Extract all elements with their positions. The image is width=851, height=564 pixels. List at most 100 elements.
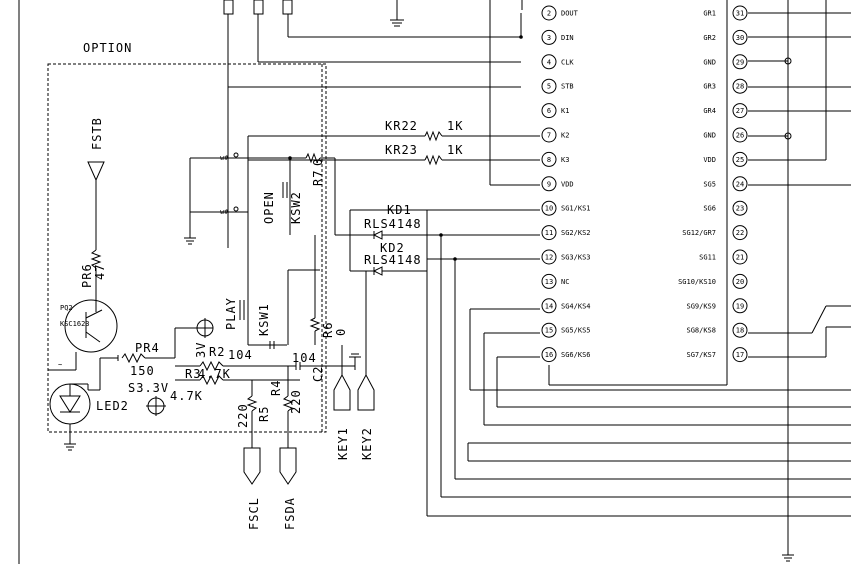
- pin-name: GR1: [703, 10, 716, 18]
- option-box: [47, 63, 327, 433]
- svg-text:KSW1: KSW1: [257, 303, 271, 336]
- svg-text:0: 0: [334, 328, 348, 336]
- pin-name: SG12/GR7: [682, 229, 716, 237]
- kd2-diode: KD2 RLS4148: [334, 158, 540, 276]
- r2-resistor: 3V R2 4.7K: [175, 342, 270, 381]
- svg-text:w#: w#: [220, 208, 229, 216]
- svg-text:R6: R6: [321, 322, 335, 338]
- pin-number: 22: [736, 229, 744, 237]
- ksw1-switch: PLAY KSW1: [224, 136, 320, 346]
- svg-text:PQ2: PQ2: [60, 304, 73, 312]
- pin-name: VDD: [561, 180, 574, 188]
- pin-name: SG10/KS10: [678, 278, 716, 286]
- svg-text:RLS4148: RLS4148: [364, 217, 422, 231]
- chip-left-pin: 15 SG5/KS5: [541, 322, 591, 338]
- pin-number: 10: [545, 205, 553, 213]
- svg-text:FSCL: FSCL: [247, 497, 261, 530]
- pin-name: DOUT: [561, 10, 579, 18]
- pin-number: 27: [736, 107, 744, 115]
- pr6-resistor: PR6 47: [80, 249, 107, 300]
- svg-text:KSC1623: KSC1623: [60, 320, 90, 328]
- svg-text:C2: C2: [311, 366, 325, 382]
- right-side-wires: [748, 0, 851, 562]
- svg-text:KEY2: KEY2: [360, 427, 374, 460]
- svg-text:RLS4148: RLS4148: [364, 253, 422, 267]
- chip-right-pin: 27 GR4: [703, 103, 748, 119]
- svg-text:R2: R2: [209, 345, 225, 359]
- chip-left-pin: 13 NC: [541, 273, 569, 289]
- svg-text:KR22: KR22: [385, 119, 418, 133]
- svg-text:KSW2: KSW2: [289, 191, 303, 224]
- svg-text:R7: R7: [311, 170, 325, 186]
- pin-name: SG6: [703, 205, 716, 213]
- fscl-connector: FSCL: [243, 447, 261, 530]
- pin-number: 17: [736, 351, 744, 359]
- svg-text:R3: R3: [185, 367, 201, 381]
- svg-text:R5: R5: [257, 406, 271, 422]
- pin-name: SG4/KS4: [561, 302, 591, 310]
- pin-name: STB: [561, 83, 574, 91]
- option-label: OPTION: [83, 41, 132, 55]
- pin-name: SG2/KS2: [561, 229, 591, 237]
- svg-text:47: 47: [93, 264, 107, 280]
- r3-resistor: R3 4.7K: [170, 367, 300, 403]
- pin-name: NC: [561, 278, 569, 286]
- pin-number: 29: [736, 58, 744, 66]
- svg-text:LED2: LED2: [96, 399, 129, 413]
- key1-connector: KEY1: [333, 345, 351, 460]
- pin-name: K2: [561, 132, 569, 140]
- key2-connector: KEY2: [357, 271, 375, 460]
- svg-text:1K: 1K: [447, 119, 463, 133]
- pin-number: 6: [547, 107, 551, 115]
- pin-name: SG8/KS8: [686, 327, 716, 335]
- svg-text:PR6: PR6: [80, 263, 94, 288]
- pin-name: VDD: [703, 156, 716, 164]
- pin-name: SG5/KS5: [561, 327, 591, 335]
- chip-right-pin: 17 SG7/KS7: [686, 347, 748, 363]
- kd1-diode: KD1 RLS4148: [335, 203, 540, 240]
- pin-number: 4: [547, 58, 551, 66]
- pin-number: 28: [736, 83, 744, 91]
- pin-number: 2: [547, 10, 551, 18]
- pin-number: 11: [545, 229, 553, 237]
- pin-number: 8: [547, 156, 551, 164]
- pin-number: 15: [545, 327, 553, 335]
- chip-right-pins: 31GR130GR229GND28GR327GR426GND25VDD24SG5…: [678, 5, 748, 363]
- led2: LED2: [49, 383, 166, 451]
- svg-text:w#: w#: [220, 154, 229, 162]
- ksw2-switch: w# w# OPEN KSW2: [184, 152, 303, 245]
- pin-number: 25: [736, 156, 744, 164]
- chip-left-pin: 11 SG2/KS2: [541, 225, 591, 241]
- top-connectors: [223, 0, 521, 248]
- svg-text:FSTB: FSTB: [90, 117, 104, 150]
- pin-name: K1: [561, 107, 569, 115]
- pr4-resistor: PR4 150: [88, 327, 200, 391]
- chip-right-pin: 22 SG12/GR7: [682, 225, 748, 241]
- svg-text:PR4: PR4: [135, 341, 160, 355]
- pin-number: 30: [736, 34, 744, 42]
- pin-name: GR4: [703, 107, 716, 115]
- chip-left-pin: 2 DOUT: [541, 5, 579, 21]
- pin-number: 18: [736, 327, 744, 335]
- pin-number: 21: [736, 254, 744, 262]
- pin-number: 13: [545, 278, 553, 286]
- pin-name: SG3/KS3: [561, 254, 591, 262]
- svg-text:FSDA: FSDA: [283, 497, 297, 530]
- svg-text:R4: R4: [269, 380, 283, 396]
- svg-text:1K: 1K: [447, 143, 463, 157]
- svg-text:104: 104: [292, 351, 317, 365]
- pin-name: SG7/KS7: [686, 351, 716, 359]
- svg-text:KR23: KR23: [385, 143, 418, 157]
